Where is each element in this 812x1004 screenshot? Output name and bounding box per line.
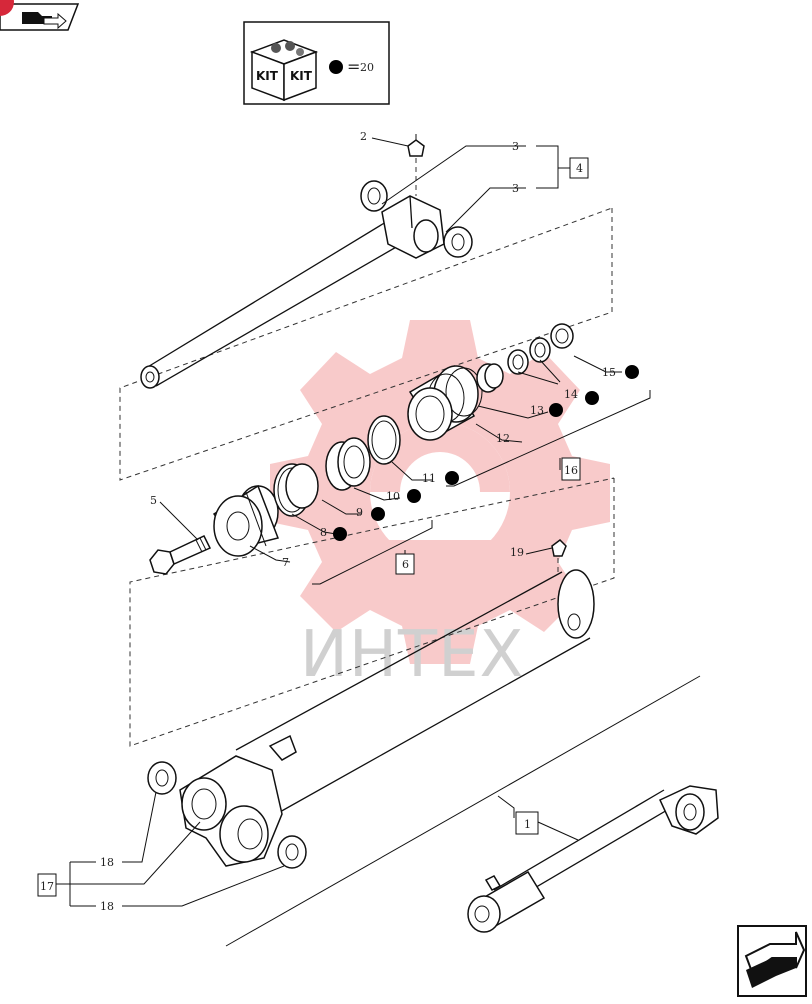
callout-11: 11 — [422, 472, 436, 485]
callout-box-6[interactable] — [395, 553, 415, 575]
callout-9: 9 — [356, 506, 363, 519]
callout-labels: 2 3 3 4 5 6 7 8 9 10 11 12 13 14 15 16 1… — [40, 130, 616, 913]
callout-7: 7 — [282, 556, 289, 569]
grease-fitting-2 — [407, 134, 425, 196]
kit-legend: KIT KIT = 20 — [243, 21, 390, 105]
kit-dot-marker — [329, 60, 343, 74]
callout-box-4[interactable] — [569, 157, 589, 179]
callout-15: 15 — [602, 366, 616, 379]
ring-15 — [550, 323, 574, 349]
piston-rod — [140, 221, 399, 389]
watermark-text: ИНТЕХ — [300, 618, 524, 692]
bushing-18-lower — [277, 835, 307, 869]
callout-19: 19 — [510, 546, 524, 559]
callout-17: 17 — [40, 880, 54, 893]
callout-1: 1 — [524, 818, 531, 831]
bushing-right-3 — [443, 226, 473, 258]
seal-14-b — [529, 337, 551, 363]
gland-12 — [407, 365, 483, 441]
callout-3-upper: 3 — [512, 140, 519, 153]
kit-marker-14 — [585, 391, 599, 405]
divider-line — [225, 675, 701, 947]
bolt-5 — [149, 535, 212, 575]
callout-13: 13 — [530, 404, 544, 417]
complete-cylinder-1 — [467, 785, 719, 933]
kit-marker-9 — [371, 507, 385, 521]
callout-18-upper: 18 — [100, 856, 114, 869]
rod-eye — [381, 195, 445, 259]
cylinder-clevis — [179, 755, 283, 867]
kit-box-icon — [249, 39, 319, 102]
cylinder-barrel — [235, 569, 595, 823]
kit-ref: 20 — [360, 61, 374, 74]
kit-marker-11 — [445, 471, 459, 485]
callout-6: 6 — [402, 558, 409, 571]
folder-arrow-icon[interactable] — [0, 0, 80, 31]
bushing-18-upper — [147, 761, 177, 795]
kit-marker-13 — [549, 403, 563, 417]
callout-3-lower: 3 — [512, 182, 519, 195]
kit-marker-8 — [333, 527, 347, 541]
kit-marker-10 — [407, 489, 421, 503]
callout-14: 14 — [564, 388, 578, 401]
callout-5: 5 — [150, 494, 157, 507]
guide-ring-10 — [325, 437, 371, 491]
seal-ring-9 — [285, 463, 319, 509]
seal-14-a — [507, 349, 529, 375]
callout-box-1[interactable] — [515, 811, 539, 835]
piston-7 — [212, 484, 280, 557]
callout-12: 12 — [496, 432, 510, 445]
grease-fitting-19 — [551, 539, 567, 576]
bushing-left-3 — [360, 180, 388, 212]
callout-box-16[interactable] — [561, 457, 581, 481]
callout-4: 4 — [576, 162, 583, 175]
o-ring-11 — [367, 415, 401, 465]
cylinder-group-outline — [129, 477, 615, 747]
leader-lines — [56, 137, 651, 907]
callout-16: 16 — [564, 464, 578, 477]
next-page-arrow-icon[interactable] — [737, 925, 807, 997]
kit-markers — [333, 365, 639, 541]
kit-marker-15 — [625, 365, 639, 379]
kit-equals: = — [347, 57, 360, 76]
callout-10: 10 — [386, 490, 400, 503]
wiper-13 — [476, 363, 504, 393]
kit-label-right: KIT — [290, 69, 313, 83]
watermark-logo — [270, 320, 610, 664]
kit-label-left: KIT — [256, 69, 279, 83]
callout-box-17[interactable] — [37, 873, 57, 897]
callout-8: 8 — [320, 526, 327, 539]
rod-group-outline — [119, 207, 613, 481]
callout-18-lower: 18 — [100, 900, 114, 913]
callout-2: 2 — [360, 130, 367, 143]
